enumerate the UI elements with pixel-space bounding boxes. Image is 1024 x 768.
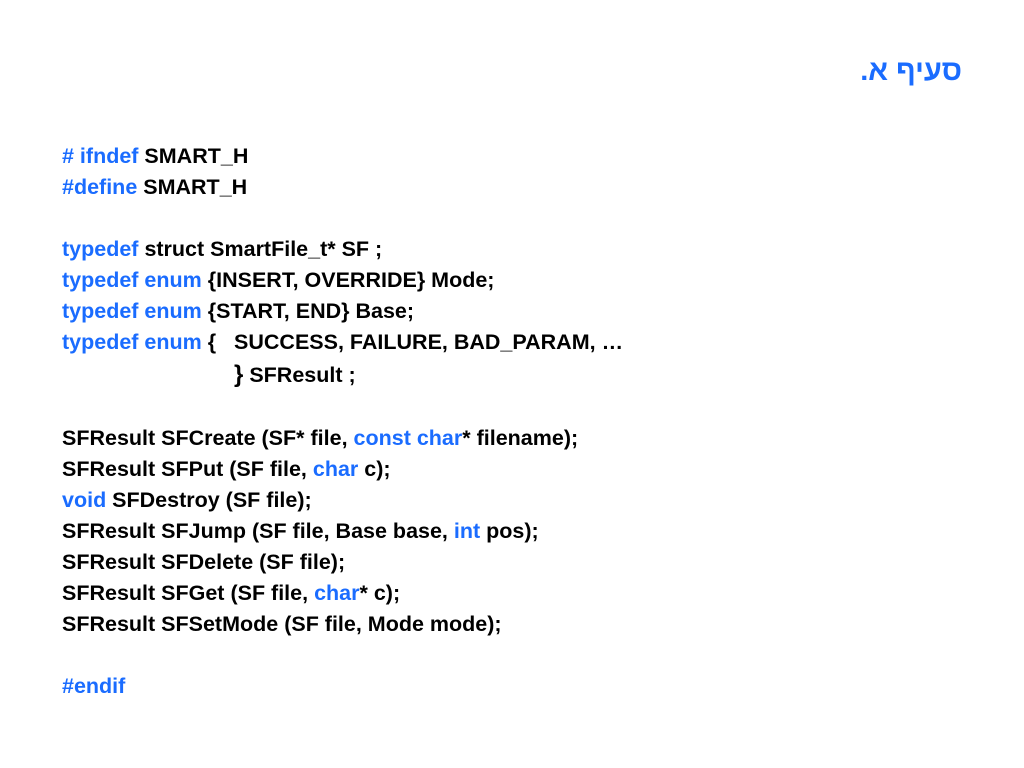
keyword: typedef <box>62 237 139 261</box>
code-block: # ifndef SMART_H #define SMART_H typedef… <box>62 141 623 702</box>
code-text: SFResult SFPut (SF file, <box>62 457 313 481</box>
closing-brace: } <box>234 361 244 388</box>
code-line-typedef-struct: typedef struct SmartFile_t* SF ; <box>62 234 623 265</box>
code-line-sfdelete: SFResult SFDelete (SF file); <box>62 547 623 578</box>
code-text: SFResult SFGet (SF file, <box>62 581 315 605</box>
code-line-sfget: SFResult SFGet (SF file, char* c); <box>62 578 623 609</box>
code-text: SFResult SFSetMode (SF file, Mode mode); <box>62 612 502 636</box>
code-line-sfresult-close: } SFResult ; <box>62 358 623 392</box>
code-line-define: #define SMART_H <box>62 172 623 203</box>
code-text: struct SmartFile_t* SF ; <box>138 237 383 261</box>
code-text: SMART_H <box>137 175 248 199</box>
code-text: c); <box>358 457 391 481</box>
keyword: typedef enum <box>62 330 202 354</box>
code-text: {START, END} Base; <box>201 299 415 323</box>
keyword: typedef enum <box>62 299 202 323</box>
code-line-typedef-mode: typedef enum {INSERT, OVERRIDE} Mode; <box>62 265 623 296</box>
code-line-typedef-base: typedef enum {START, END} Base; <box>62 296 623 327</box>
code-line-sfcreate: SFResult SFCreate (SF* file, const char*… <box>62 423 623 454</box>
code-text: SFResult SFDelete (SF file); <box>62 550 346 574</box>
blank-line <box>62 392 623 423</box>
keyword: char <box>314 581 360 605</box>
blank-line <box>62 203 623 234</box>
code-text: * c); <box>359 581 401 605</box>
code-line-typedef-sfresult: typedef enum { SUCCESS, FAILURE, BAD_PAR… <box>62 327 623 358</box>
keyword: int <box>453 519 481 543</box>
keyword: void <box>62 488 107 512</box>
code-text: { SUCCESS, FAILURE, BAD_PARAM, … <box>201 330 624 354</box>
code-text: {INSERT, OVERRIDE} Mode; <box>201 268 495 292</box>
code-line-ifndef: # ifndef SMART_H <box>62 141 623 172</box>
code-line-endif: #endif <box>62 671 623 702</box>
code-text: pos); <box>480 519 539 543</box>
slide-title: סעיף א. <box>860 55 962 87</box>
keyword: #endif <box>62 674 126 698</box>
keyword: const char <box>353 426 463 450</box>
code-text: SMART_H <box>138 144 249 168</box>
code-text: SFDestroy (SF file); <box>106 488 312 512</box>
keyword: char <box>312 457 359 481</box>
blank-line <box>62 640 623 671</box>
keyword: #define <box>62 175 138 199</box>
code-text: SFResult SFCreate (SF* file, <box>62 426 354 450</box>
code-line-sfsetmode: SFResult SFSetMode (SF file, Mode mode); <box>62 609 623 640</box>
code-text: SFResult ; <box>243 363 356 387</box>
code-text: * filename); <box>462 426 579 450</box>
keyword: typedef enum <box>62 268 202 292</box>
code-text: SFResult SFJump (SF file, Base base, <box>62 519 454 543</box>
code-line-sfdestroy: void SFDestroy (SF file); <box>62 485 623 516</box>
code-line-sfput: SFResult SFPut (SF file, char c); <box>62 454 623 485</box>
keyword: # ifndef <box>62 144 139 168</box>
code-line-sfjump: SFResult SFJump (SF file, Base base, int… <box>62 516 623 547</box>
